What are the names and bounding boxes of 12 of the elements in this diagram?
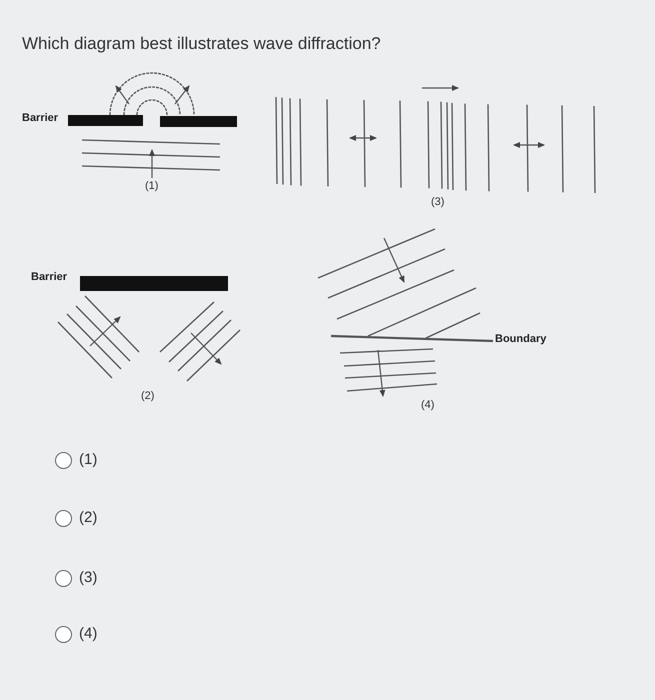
- diagram-number: (1): [145, 180, 158, 192]
- diagram-number: (3): [431, 196, 444, 208]
- diagram-number: (4): [421, 399, 434, 411]
- question-text: Which diagram best illustrates wave diffraction?: [22, 34, 381, 54]
- option-label: (4): [79, 625, 98, 642]
- option-label: (2): [79, 509, 98, 526]
- part-label: Barrier: [22, 112, 58, 124]
- option-label: (3): [79, 569, 98, 586]
- diagram-number: (2): [141, 390, 154, 402]
- option-label: (1): [79, 451, 98, 468]
- part-label: Barrier: [31, 271, 68, 283]
- part-label: Boundary: [495, 333, 546, 345]
